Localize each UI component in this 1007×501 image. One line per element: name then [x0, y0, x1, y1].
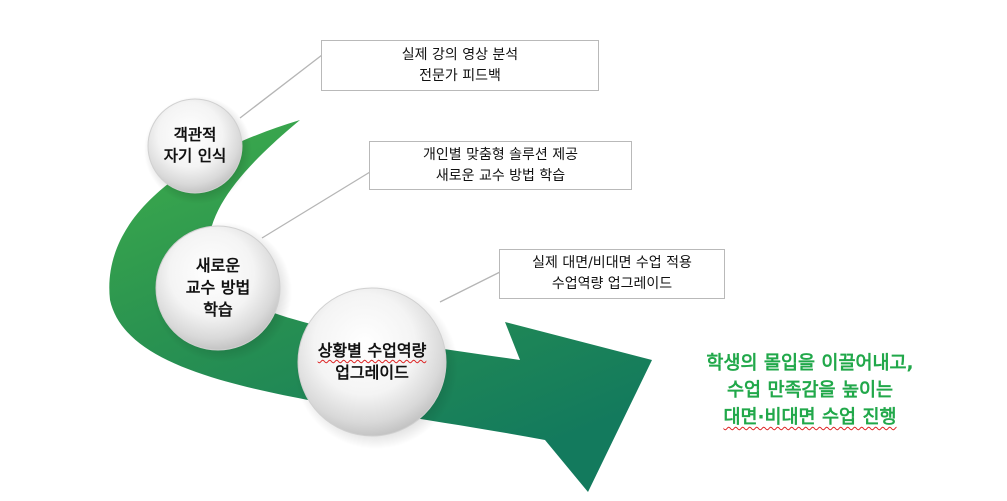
message-line-1: 학생의 몰입을 이끌어내고, — [706, 353, 914, 374]
leader-line-2 — [261, 171, 371, 239]
callout-1-line-2: 전문가 피드백 — [419, 67, 501, 84]
leader-line-3 — [439, 271, 501, 303]
step-circle-2 — [155, 225, 281, 351]
callout-2-line-2: 새로운 교수 방법 학습 — [435, 167, 566, 184]
callout-box-3: 실제 대면/비대면 수업 적용 수업역량 업그레이드 — [499, 249, 725, 299]
step-circle-1 — [147, 98, 243, 194]
curved-arrow — [109, 120, 652, 492]
message-line-2: 수업 만족감을 높이는 — [726, 380, 894, 401]
callout-box-1: 실제 강의 영상 분석 전문가 피드백 — [321, 40, 599, 91]
callout-2-line-1: 개인별 맞춤형 솔루션 제공 — [422, 146, 579, 163]
callout-3-line-2: 수업역량 업그레이드 — [551, 276, 673, 292]
callout-1-line-1: 실제 강의 영상 분석 — [401, 46, 519, 63]
callout-3-line-1: 실제 대면/비대면 수업 적용 — [532, 255, 692, 271]
summary-message: 학생의 몰입을 이끌어내고, 수업 만족감을 높이는 대면·비대면 수업 진행 — [660, 350, 960, 431]
leader-line-1 — [239, 54, 323, 119]
message-line-3: 대면·비대면 수업 진행 — [723, 407, 897, 428]
step-circle-3 — [297, 287, 447, 437]
callout-box-2: 개인별 맞춤형 솔루션 제공 새로운 교수 방법 학습 — [369, 141, 632, 190]
